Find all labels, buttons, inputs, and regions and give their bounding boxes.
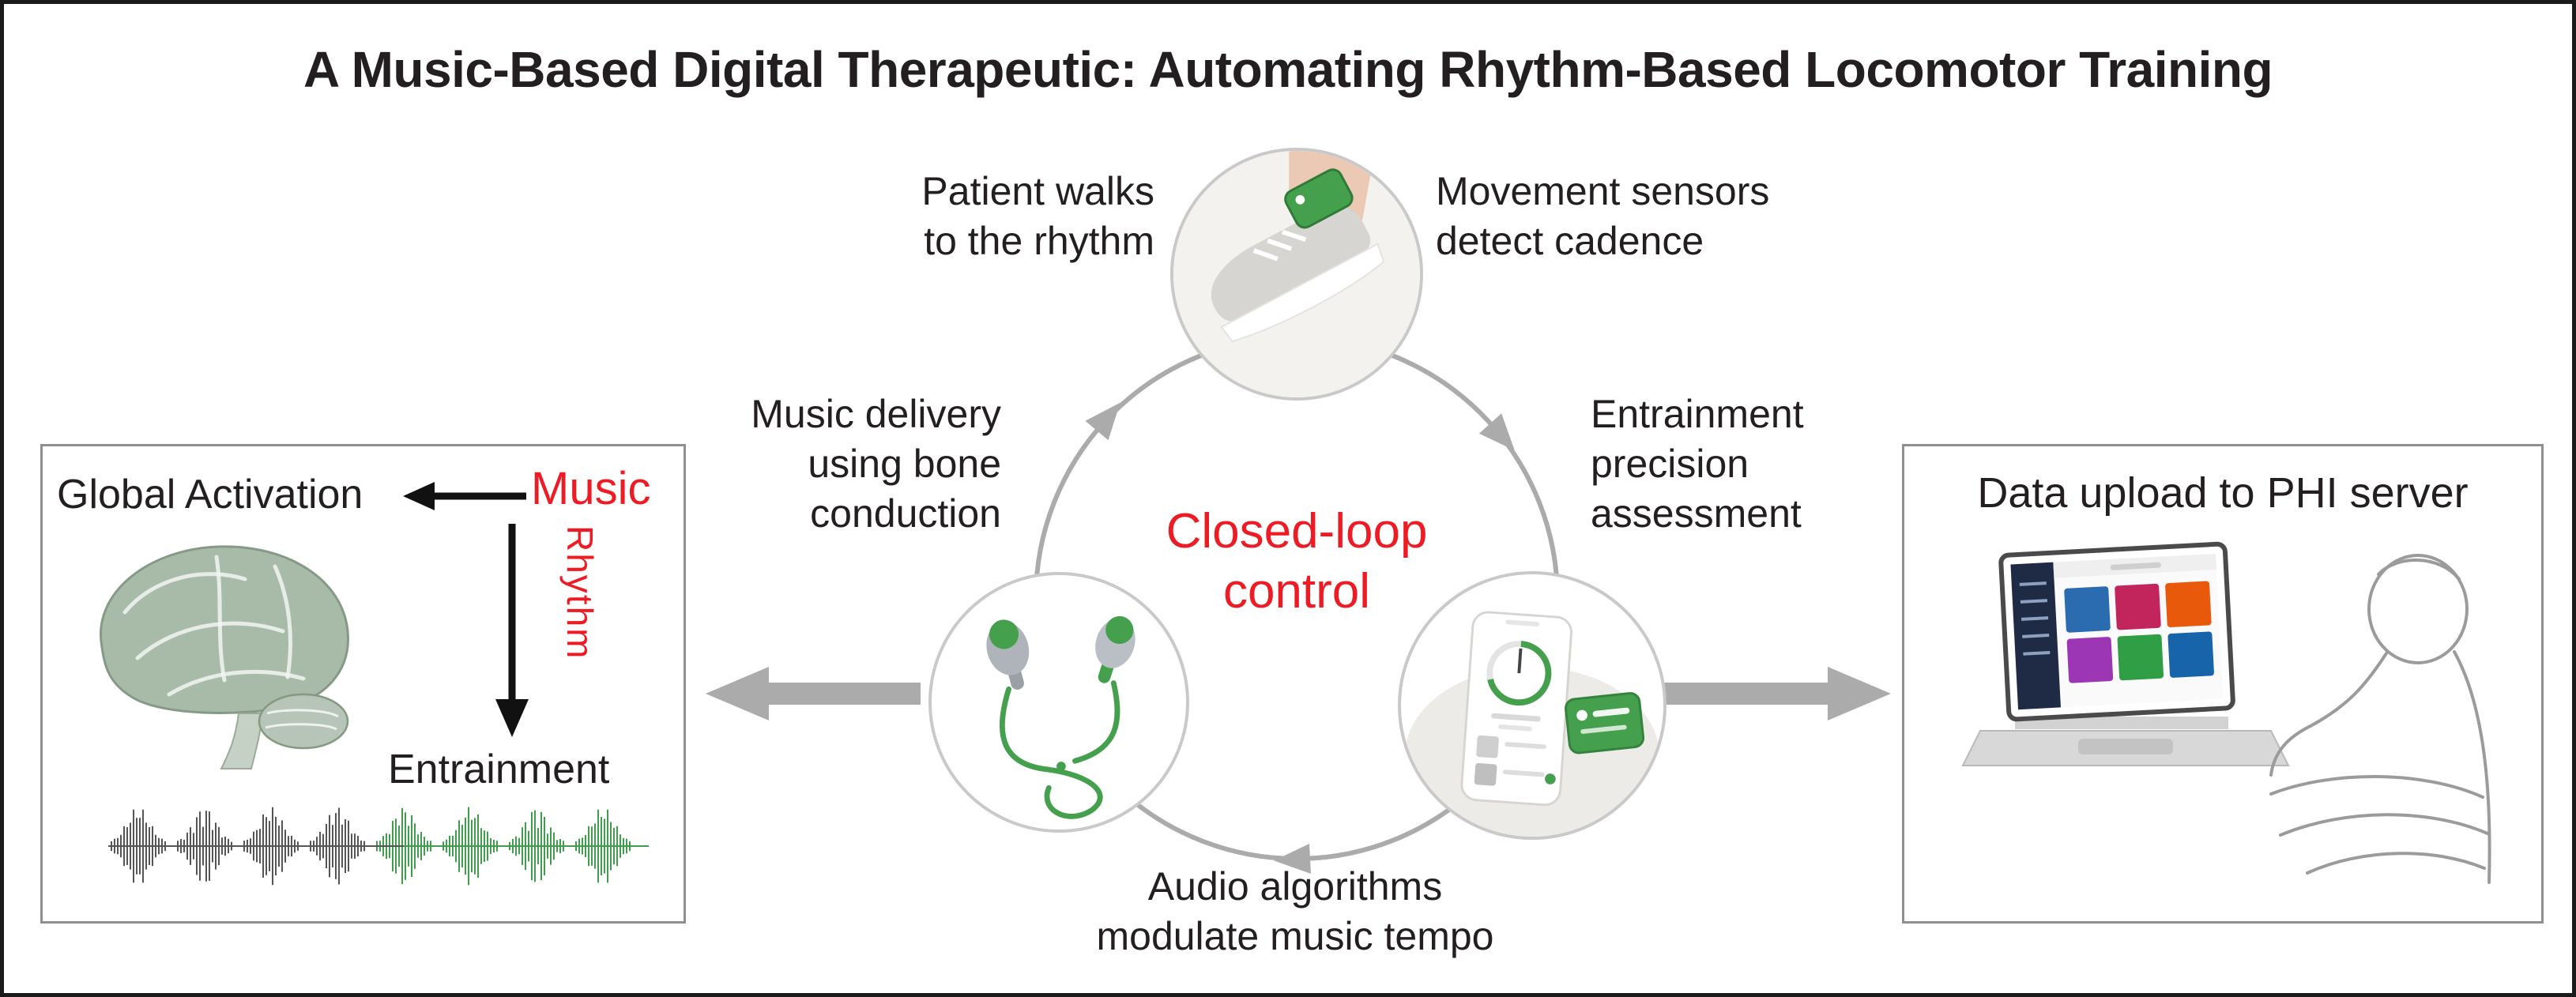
- person-sketch: [2269, 554, 2491, 884]
- laces: [1252, 229, 1307, 261]
- music-to-activation-arrow: [403, 482, 526, 510]
- earbuds-illustration: [986, 615, 1135, 819]
- panel-music-entrainment: Global Activation Music Rhythm Entrainme…: [40, 444, 686, 924]
- arrow-to-left-panel: [706, 667, 921, 720]
- laptop-dashboard-illustration: [1961, 541, 2290, 766]
- sneaker-body: [1211, 206, 1371, 322]
- label-entrainment-precision: Entrainment precision assessment: [1591, 392, 1804, 536]
- label-closed-loop-control: Closed-loop control: [1166, 504, 1428, 619]
- label-patient-walks: Patient walks to the rhythm: [921, 169, 1154, 263]
- laptop-screen: [1998, 541, 2235, 722]
- photo-bone-conduction-earbuds: [928, 572, 1189, 833]
- cycle-arrowhead-top-right: [1478, 413, 1515, 451]
- trackpad: [2078, 739, 2173, 754]
- label-music: Music: [531, 463, 651, 514]
- cerebrum: [100, 545, 349, 714]
- sensor-device: [1565, 692, 1645, 754]
- brain-illustration: [100, 545, 349, 769]
- arrow-to-right-panel: [1663, 667, 1891, 720]
- sneaker-sole: [1220, 243, 1385, 343]
- dashboard-tiles: [2064, 581, 2214, 683]
- figure-title: A Music-Based Digital Therapeutic: Autom…: [303, 41, 2273, 98]
- earbud-wire-left: [999, 686, 1103, 819]
- earbud-right: [1095, 615, 1135, 683]
- rhythm-down-arrow: [495, 524, 529, 737]
- cerebellum: [258, 693, 349, 750]
- label-music-delivery: Music delivery using bone conduction: [751, 392, 1001, 536]
- label-audio-algorithms: Audio algorithms modulate music tempo: [1096, 864, 1494, 958]
- shoe-sensor-illustration: [1173, 151, 1420, 397]
- label-data-upload: Data upload to PHI server: [1977, 469, 2469, 517]
- earbud-wire-right: [1072, 680, 1120, 764]
- cycle-arrowhead-top-left: [1085, 402, 1120, 441]
- label-entrainment: Entrainment: [388, 747, 610, 792]
- smartphone: [1460, 611, 1573, 807]
- laptop-hinge: [2015, 717, 2228, 729]
- panel-data-upload: Data upload to PHI server: [1902, 444, 2544, 924]
- audio-waveform: [108, 807, 649, 886]
- movement-sensor-icon: [1284, 168, 1354, 229]
- brainstem: [220, 713, 264, 769]
- photo-shoe-with-sensor: [1170, 148, 1423, 401]
- earbud-left: [986, 619, 1030, 690]
- photo-phone-and-device: [1398, 571, 1666, 840]
- wire-clip: [1056, 762, 1066, 771]
- label-rhythm: Rhythm: [559, 525, 601, 660]
- phone-device-illustration: [1404, 611, 1660, 837]
- label-global-activation: Global Activation: [57, 472, 363, 517]
- label-movement-sensors: Movement sensors detect cadence: [1436, 169, 1770, 263]
